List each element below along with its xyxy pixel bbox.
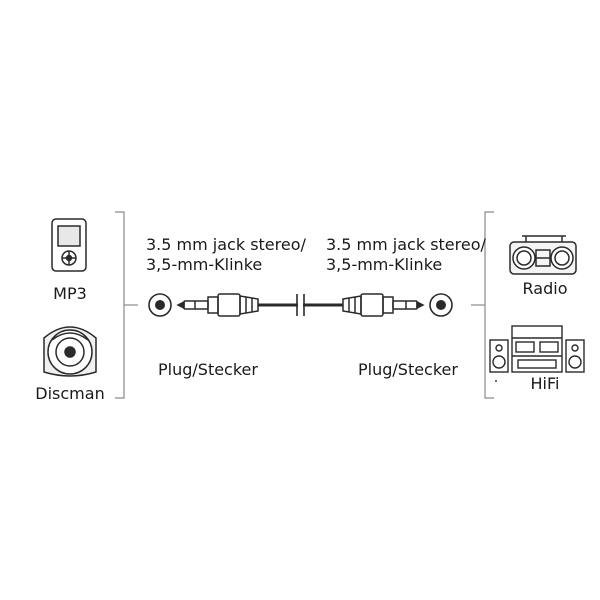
left-connector-type-en: 3.5 mm jack stereo/ (146, 235, 306, 254)
cable-line (258, 294, 343, 316)
right-connector-gender: Plug/Stecker (358, 360, 458, 379)
hifi-icon (489, 325, 585, 382)
discman-icon (43, 326, 97, 377)
right-connector-type-de: 3,5-mm-Klinke (326, 255, 443, 274)
left-connector-type-de: 3,5-mm-Klinke (146, 255, 263, 274)
left-socket-icon (148, 293, 172, 317)
mp3-player-icon (51, 218, 87, 272)
radio-icon (509, 235, 577, 275)
hifi-label: HiFi (530, 374, 560, 393)
right-connector-type-en: 3.5 mm jack stereo/ (326, 235, 486, 254)
left-connector-gender: Plug/Stecker (158, 360, 258, 379)
mp3-label: MP3 (53, 284, 87, 303)
left-bracket (115, 211, 125, 399)
left-plug-icon (176, 293, 259, 317)
right-socket-icon (429, 293, 453, 317)
right-plug-icon (342, 293, 425, 317)
discman-label: Discman (35, 384, 105, 403)
radio-label: Radio (522, 279, 568, 298)
